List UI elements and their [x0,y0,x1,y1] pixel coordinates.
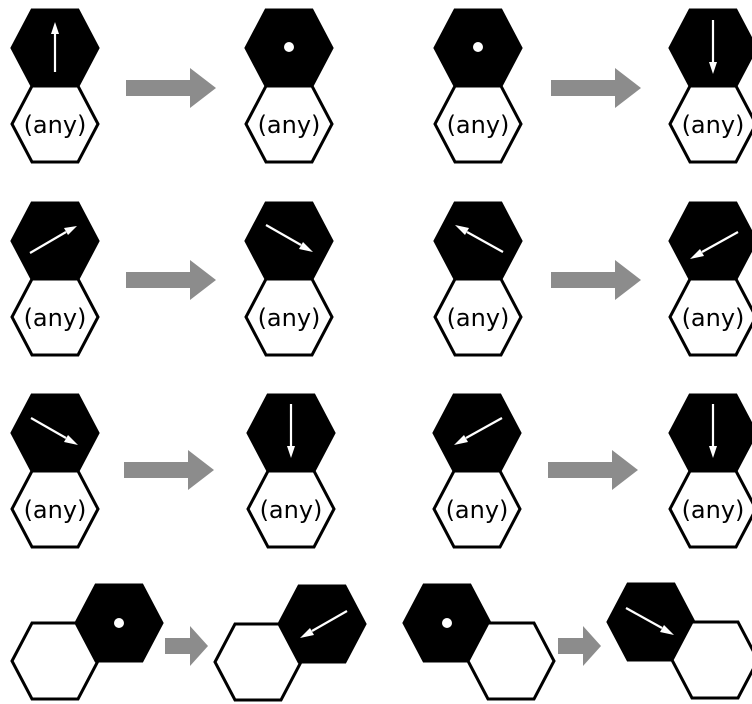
rule-1: (any) (any) [10,8,334,164]
transition-arrow [124,450,214,490]
white-cell [466,621,556,701]
transition-arrow [551,260,641,300]
arrow-up-left-icon [455,225,504,253]
white-cell [668,277,752,357]
transition-arrow [548,450,638,490]
arrow-down-right-icon [30,417,78,445]
arrow-down-left-icon [690,231,739,259]
white-cell [668,469,752,549]
before-state [402,583,556,701]
rest-dot-icon [442,618,452,628]
arrow-down-icon [709,404,717,458]
transition-arrow [126,68,216,108]
after-state: (any) [668,201,752,357]
white-cell [433,277,523,357]
black-cell [10,201,100,281]
any-label: (any) [447,304,510,332]
black-cell [433,201,523,281]
any-label: (any) [258,111,321,139]
after-state: (any) [244,201,334,357]
after-state [213,584,367,702]
black-cell [277,584,367,664]
transition-arrow [126,260,216,300]
rest-dot-icon [114,618,124,628]
rule-4: (any) (any) [433,201,752,357]
arrow-up-icon [51,22,59,72]
arrow-down-left-icon [454,417,503,445]
any-label: (any) [682,304,745,332]
white-cell [432,469,522,549]
after-state [606,582,752,700]
any-label: (any) [260,496,323,524]
white-cell [433,84,523,164]
white-cell [246,469,336,549]
rule-5: (any) (any) [10,393,336,549]
arrow-down-icon [287,404,295,458]
rule-7 [10,583,367,702]
any-label: (any) [682,111,745,139]
transition-arrow [551,68,641,108]
black-cell [244,201,334,281]
white-cell [670,620,752,700]
before-state: (any) [432,393,522,549]
before-state: (any) [10,393,100,549]
white-cell [10,84,100,164]
black-cell [668,8,752,88]
any-label: (any) [24,304,87,332]
before-state [10,583,164,701]
any-label: (any) [447,111,510,139]
after-state: (any) [246,393,336,549]
before-state: (any) [10,201,100,357]
any-label: (any) [258,304,321,332]
any-label: (any) [446,496,509,524]
arrow-down-left-icon [300,610,348,638]
after-state: (any) [244,8,334,164]
arrow-down-right-icon [265,224,313,252]
white-cell [244,277,334,357]
rest-dot-icon [284,42,294,52]
before-state: (any) [433,8,523,164]
any-label: (any) [24,496,87,524]
rest-dot-icon [473,42,483,52]
before-state: (any) [10,8,100,164]
white-cell [668,84,752,164]
black-cell [10,393,100,473]
transition-arrow [165,626,208,666]
arrow-down-right-icon [625,607,674,635]
after-state: (any) [668,393,752,549]
before-state: (any) [433,201,523,357]
black-cell [668,393,752,473]
rule-8 [402,582,752,701]
rule-3: (any) (any) [10,201,334,357]
white-cell [10,469,100,549]
black-cell [668,201,752,281]
any-label: (any) [24,111,87,139]
rule-2: (any) (any) [433,8,752,164]
any-label: (any) [682,496,745,524]
white-cell [10,277,100,357]
arrow-down-icon [709,20,717,74]
arrow-up-right-icon [29,226,77,254]
white-cell [244,84,334,164]
after-state: (any) [668,8,752,164]
rule-6: (any) (any) [432,393,752,549]
transition-arrow [558,626,601,666]
